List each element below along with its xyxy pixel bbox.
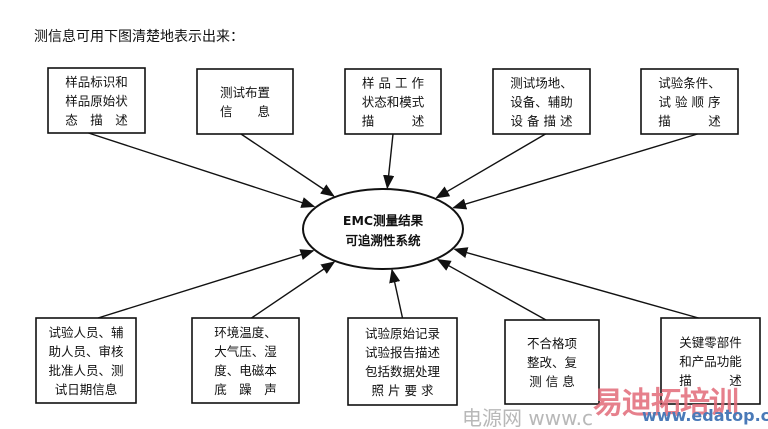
box-text-line: 测试场地、 xyxy=(510,76,573,91)
box-text-line: 样品原始状 xyxy=(65,94,128,109)
box-text-line: 不合格项 xyxy=(527,336,577,351)
center-text-line: 可追溯性系统 xyxy=(345,233,421,248)
watermark-brand: 易迪拓培训 xyxy=(593,386,739,421)
box-text-line: 照 片 要 求 xyxy=(372,383,434,398)
arrow-bottom-5 xyxy=(453,247,699,319)
box-text-line: 整改、复 xyxy=(527,355,578,370)
box-text-line: 环境温度、 xyxy=(214,325,277,340)
box-text-line: 信 息 xyxy=(220,104,270,119)
arrow-top-4 xyxy=(435,133,546,199)
box-text-line: 批准人员、测 xyxy=(48,363,123,378)
arrow-bottom-2 xyxy=(251,261,336,319)
box-text-line: 助人员、审核 xyxy=(48,344,124,359)
arrow-top-5 xyxy=(452,133,698,210)
box-text-line: 试验原始记录 xyxy=(365,326,440,341)
arrow-top-3 xyxy=(383,133,395,190)
box-text-line: 和产品功能 xyxy=(679,354,742,369)
box-text-line: 度、电磁本 xyxy=(214,363,277,378)
box-text-line: 设 备 描 述 xyxy=(511,114,573,129)
box-text-line: 试 验 顺 序 xyxy=(659,95,721,110)
box-text-line: 试验人员、辅 xyxy=(48,325,123,340)
watermark-site2: www.edatop.com xyxy=(642,406,768,425)
center-text-line: EMC测量结果 xyxy=(343,213,424,228)
box-text-line: 描 述 xyxy=(679,373,742,388)
box-text-line: 描 述 xyxy=(658,114,721,129)
box-text-line: 状态和模式 xyxy=(362,95,425,110)
box-text-line: 测试布置 xyxy=(220,85,270,100)
box-text-line: 试验报告描述 xyxy=(365,345,441,360)
box-text-line: 样 品 工 作 xyxy=(362,76,424,91)
top-box-4: 测试场地、设备、辅助设 备 描 述 xyxy=(492,68,591,135)
box-text-line: 描 述 xyxy=(362,114,425,129)
box-text-line: 关键零部件 xyxy=(679,335,742,350)
arrow-bottom-1 xyxy=(97,249,315,319)
box-text-line: 态 描 述 xyxy=(65,113,128,128)
intro-text: 测信息可用下图清楚地表示出来： xyxy=(34,29,244,45)
box-text-line: 大气压、湿 xyxy=(214,344,277,359)
arrow-top-1 xyxy=(88,132,316,208)
box-text-line: 测 信 息 xyxy=(529,374,574,389)
arrow-bottom-3 xyxy=(389,268,404,319)
box-text-line: 包括数据处理 xyxy=(365,364,441,379)
top-box-5: 试验条件、试 验 顺 序描 述 xyxy=(640,68,739,135)
box-text-line: 样品标识和 xyxy=(65,75,128,90)
arrow-top-2 xyxy=(240,133,335,197)
box-text-line: 设备、辅助 xyxy=(510,95,573,110)
watermark-site1: 电源网 www.c xyxy=(462,406,593,429)
box-text-line: 试验条件、 xyxy=(658,76,721,91)
box-text-line: 底 躁 声 xyxy=(214,382,277,397)
arrow-bottom-4 xyxy=(436,259,547,321)
box-text-line: 试日期信息 xyxy=(55,382,118,397)
